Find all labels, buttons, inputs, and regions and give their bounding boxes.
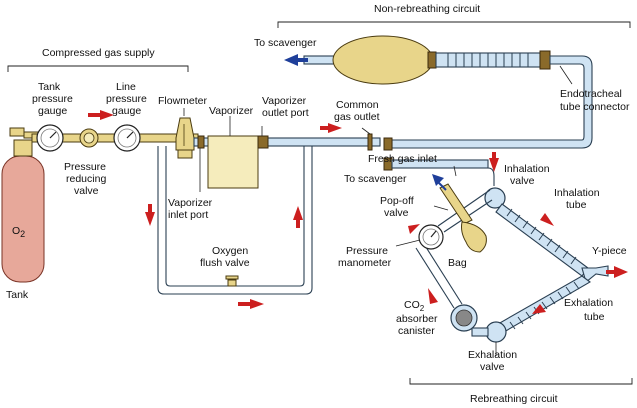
label-inhalation-valve: Inhalation	[504, 163, 550, 175]
label-bag: Bag	[448, 257, 467, 269]
flush-loop	[157, 146, 313, 295]
label-line-pressure-2: pressure	[106, 93, 147, 105]
label-canister: canister	[398, 325, 435, 337]
reservoir-bag	[461, 221, 487, 253]
label-pressure-reducing: Pressure	[64, 161, 106, 173]
label-line-pressure: Line	[116, 81, 136, 93]
label-fresh-gas-inlet: Fresh gas inlet	[368, 153, 437, 165]
vaporizer	[207, 135, 259, 189]
label-common-gas-2: gas outlet	[334, 111, 380, 123]
label-tank-pressure-3: gauge	[38, 105, 67, 117]
scavenger-arrow-mid	[432, 174, 444, 186]
label-tank-pressure-2: pressure	[32, 93, 73, 105]
label-flowmeter: Flowmeter	[158, 95, 208, 107]
label-vap-outlet: Vaporizer	[262, 95, 307, 107]
label-popoff-2: valve	[384, 207, 409, 219]
flow-arrows	[88, 110, 628, 314]
labels: Non-rebreathing circuit Compressed gas s…	[6, 3, 630, 405]
rebreathing-brace	[409, 378, 633, 385]
label-compressed-gas: Compressed gas supply	[42, 47, 155, 59]
label-pressure-manometer: Pressure	[346, 245, 388, 257]
label-endotracheal-2: tube connector	[560, 101, 630, 113]
label-inhalation-tube-2: tube	[566, 199, 587, 211]
exhalation-valve	[485, 321, 507, 343]
label-to-scavenger-mid: To scavenger	[344, 173, 407, 185]
corrugated-tube-top	[435, 52, 541, 68]
label-tank: Tank	[6, 289, 29, 301]
reservoir-bag-top	[332, 35, 434, 85]
label-tank-pressure: Tank	[38, 81, 61, 93]
label-oxygen-flush-2: flush valve	[200, 257, 250, 269]
label-pressure-manometer-2: manometer	[338, 257, 392, 269]
label-exhalation-valve: Exhalation	[468, 349, 517, 361]
label-vap-inlet: Vaporizer	[168, 197, 213, 209]
label-oxygen-flush: Oxygen	[212, 245, 248, 257]
label-o2: O2	[12, 225, 25, 239]
label-exhalation-valve-2: valve	[480, 361, 505, 373]
label-absorber: absorber	[396, 313, 438, 325]
label-common-gas: Common	[336, 99, 379, 111]
label-inhalation-valve-2: valve	[510, 175, 535, 187]
non-rebreathing-brace	[277, 21, 631, 28]
scavenger-arrow	[284, 54, 298, 66]
compressed-gas-brace	[7, 65, 189, 72]
inhalation-valve	[484, 187, 506, 209]
label-pressure-reducing-3: valve	[74, 185, 99, 197]
pop-off-valve	[439, 183, 473, 225]
fresh-gas-path	[157, 133, 381, 295]
label-to-scavenger-top: To scavenger	[254, 37, 317, 49]
label-vap-outlet-2: outlet port	[262, 107, 309, 119]
label-exhalation-tube: Exhalation	[564, 297, 613, 309]
label-co2-sub: 2	[420, 304, 425, 313]
leader-lines	[183, 65, 573, 356]
label-rebreathing: Rebreathing circuit	[470, 393, 558, 405]
rebreathing-circuit	[415, 167, 609, 343]
oxygen-flush-valve	[227, 279, 237, 287]
label-endotracheal: Endotracheal	[560, 88, 622, 100]
label-line-pressure-3: gauge	[112, 105, 141, 117]
label-pressure-reducing-2: reducing	[66, 173, 106, 185]
non-rebreathing-circuit	[284, 35, 593, 171]
endotracheal-tube-connector	[539, 50, 551, 70]
label-exhalation-tube-2: tube	[584, 311, 605, 323]
common-gas-outlet	[367, 133, 373, 151]
label-y-piece: Y-piece	[592, 245, 627, 257]
label-co2: CO2	[404, 299, 425, 313]
o2-tank	[1, 155, 45, 283]
label-vaporizer: Vaporizer	[209, 105, 254, 117]
flowmeter	[175, 117, 195, 151]
label-popoff: Pop-off	[380, 195, 414, 207]
label-non-rebreathing: Non-rebreathing circuit	[374, 3, 480, 15]
label-o2-sub: 2	[20, 229, 25, 239]
label-vap-inlet-2: inlet port	[168, 209, 208, 221]
inhalation-tube	[495, 203, 589, 277]
label-inhalation-tube: Inhalation	[554, 187, 600, 199]
